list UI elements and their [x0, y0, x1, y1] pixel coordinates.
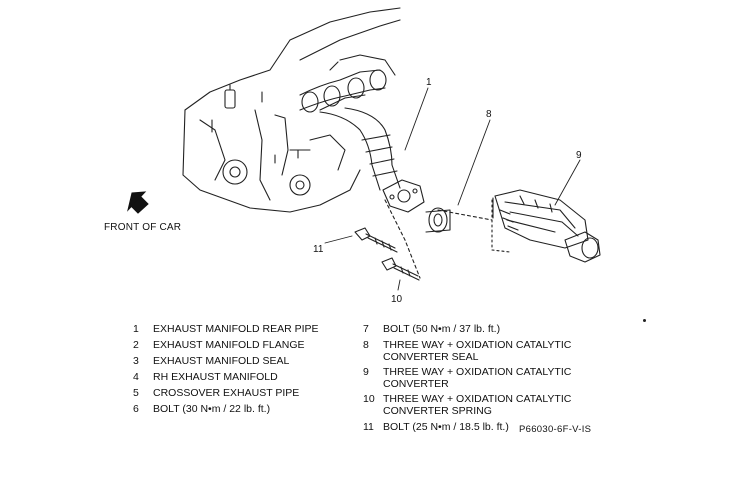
- exhaust-flange: [382, 179, 425, 213]
- legend-right: 7 BOLT (50 N•m / 37 lb. ft.) 8 THREE WAY…: [363, 323, 572, 433]
- callout-1: 1: [426, 77, 432, 88]
- callout-9: 9: [576, 150, 582, 161]
- engine-block: [182, 7, 401, 213]
- callout-10: 10: [391, 294, 403, 305]
- exhaust-manifold-rear-pipe: [319, 107, 401, 191]
- bolt-10: [381, 257, 420, 281]
- front-of-car-label: FRONT OF CAR: [104, 222, 182, 233]
- converter-seal: [425, 207, 451, 233]
- catalytic-converter: [492, 189, 601, 263]
- bolt-11: [354, 227, 398, 253]
- front-arrow-icon: [127, 191, 149, 214]
- callout-11: 11: [313, 244, 324, 255]
- exhaust-manifold: [299, 54, 396, 113]
- exhaust-assembly-diagram: 1 8 9 10 11: [127, 7, 601, 305]
- legend-left: 1 EXHAUST MANIFOLD REAR PIPE 2 EXHAUST M…: [133, 323, 319, 415]
- callout-8: 8: [486, 109, 492, 120]
- figure-code: P66030-6F-V-IS: [519, 424, 592, 435]
- stray-dot: [643, 319, 646, 322]
